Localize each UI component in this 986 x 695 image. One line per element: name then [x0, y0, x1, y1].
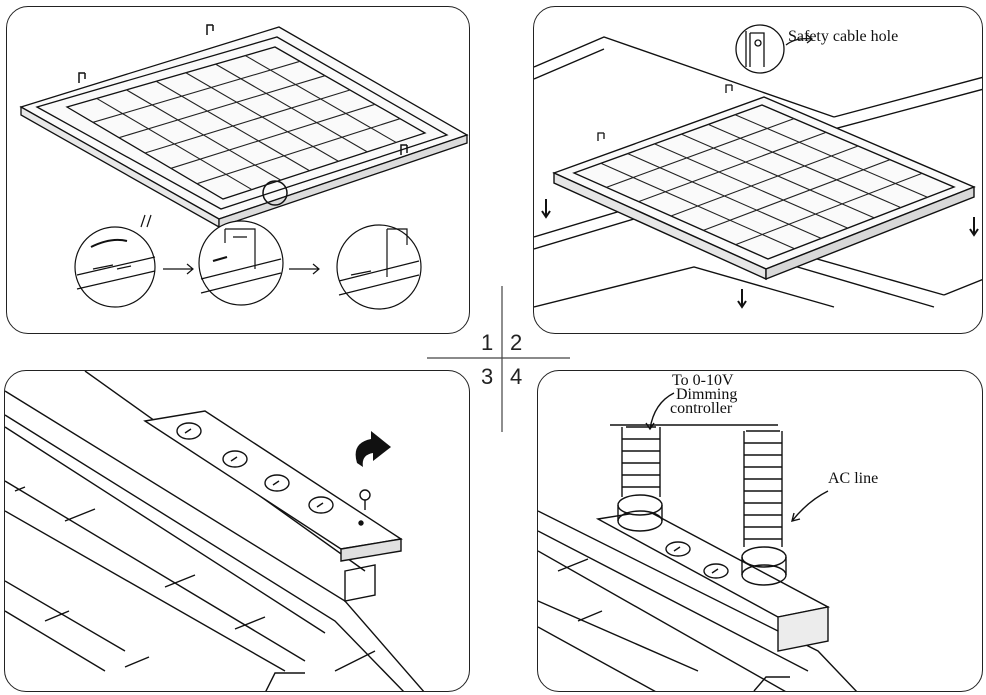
panel-step-1-clip-bracket	[6, 6, 470, 334]
panel-step-3-open-junction-cover	[4, 370, 470, 692]
dimming-controller-label-2: Dimming	[676, 386, 738, 403]
detail-circle	[262, 180, 288, 206]
step-number-1: 1	[481, 330, 494, 355]
step-number-3: 3	[481, 364, 494, 389]
conduit-ac-line	[741, 430, 787, 586]
arrow-right-icon	[163, 263, 194, 275]
safety-cable-detail	[735, 24, 785, 74]
grid-bar	[606, 118, 795, 188]
dimming-controller-label-1: To 0-10V	[672, 372, 734, 389]
grid-bar	[670, 145, 859, 217]
grid-bar	[703, 159, 891, 231]
clip-detail-3	[336, 224, 422, 310]
clip-detail-2	[198, 220, 284, 306]
junction-box-illustration	[5, 371, 425, 691]
grid-bar	[144, 89, 351, 154]
safety-cable-hole-label: Safety cable hole	[788, 28, 899, 45]
light-grid	[92, 55, 401, 191]
grid-bar	[92, 60, 301, 123]
step-number-2: 2	[510, 330, 523, 355]
grid-bar	[735, 172, 923, 246]
mounting-clip	[725, 84, 733, 93]
panel-slat	[538, 558, 699, 691]
down-arrow-icon	[969, 217, 979, 237]
dimming-controller-label-3: controller	[670, 400, 733, 417]
wiring-illustration	[538, 392, 858, 691]
panel-step-2-insert-into-ceiling: Safety cable hole	[533, 6, 983, 334]
mounting-clip	[597, 132, 605, 141]
knockout-holes	[176, 422, 334, 514]
arrow-right-icon	[289, 263, 320, 275]
panel-slat	[5, 480, 306, 672]
panel-frame-rail	[538, 510, 858, 691]
grid-bar	[196, 118, 401, 185]
step-number-4: 4	[510, 364, 523, 389]
callout-arrow	[785, 34, 814, 46]
mounting-clip	[400, 144, 408, 155]
panel-step-4-connect-wiring: To 0-10V Dimming controller AC line	[537, 370, 983, 692]
grid-bar	[638, 131, 827, 203]
conduit-dimming	[617, 426, 663, 532]
down-arrow-icon	[737, 289, 747, 309]
clip-detail-1	[74, 226, 156, 308]
panel-ceiling-illustration	[534, 24, 982, 309]
cover-screw	[359, 489, 371, 501]
grid-bar	[118, 75, 326, 139]
light-grid	[600, 114, 928, 250]
unscrew-rotate-icon	[355, 431, 391, 467]
knockout-holes	[665, 541, 729, 579]
down-arrow-icon	[541, 199, 551, 219]
ac-line-label: AC line	[828, 470, 879, 487]
junction-cover	[143, 410, 403, 550]
mounting-clip	[206, 24, 214, 35]
panel-installation-illustration	[19, 24, 469, 310]
grid-bar	[170, 103, 376, 169]
callout-arrow	[645, 392, 675, 431]
mounting-clip	[78, 72, 86, 83]
callout-arrow	[791, 490, 829, 522]
